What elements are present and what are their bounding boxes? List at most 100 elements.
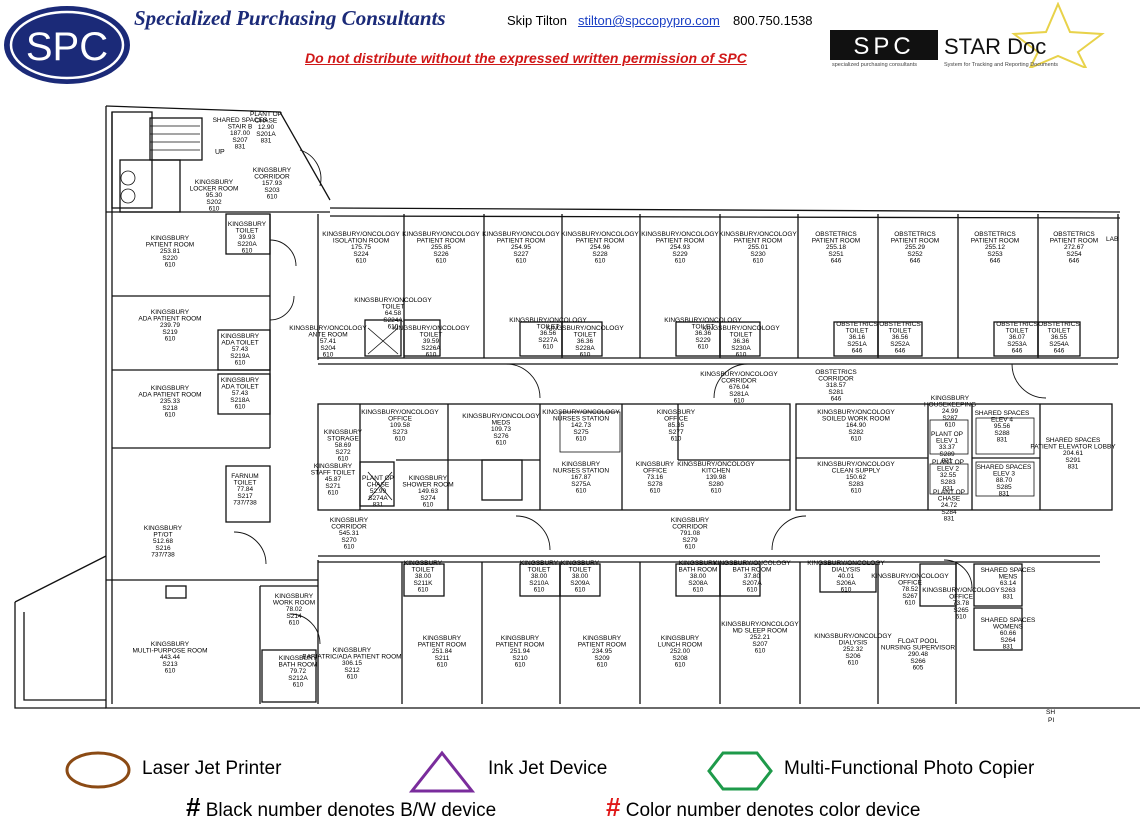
room-label-line: 610 <box>543 343 554 350</box>
room-label-line: KINGSBURY <box>279 655 318 662</box>
room-label-line: S277 <box>668 429 684 436</box>
room-label-line: KINGSBURY/ONCOLOGY <box>807 560 885 567</box>
room-label-line: 831 <box>1068 463 1079 470</box>
room-label-line: OBSTETRICS <box>815 369 857 376</box>
room-label-line: 254.93 <box>670 244 690 251</box>
room-label-line: 167.87 <box>571 474 591 481</box>
room-label-line: KINGSBURY/ONCOLOGY <box>641 231 719 238</box>
room-label-line: S201A <box>256 131 276 138</box>
room-label-line: KINGSBURY <box>151 385 190 392</box>
room-label-line: TOILET <box>1006 328 1029 335</box>
room-label-line: 252.00 <box>670 648 690 655</box>
room-label-line: 545.31 <box>339 530 359 537</box>
room-label-line: STORAGE <box>327 436 359 443</box>
room-label-line: 318.57 <box>826 382 846 389</box>
room-label-line: 610 <box>515 661 526 668</box>
room-label-line: 36.16 <box>849 334 866 341</box>
room-label-line: 109.58 <box>390 422 410 429</box>
room-label-line: S254A <box>1049 341 1069 348</box>
room-label-line: ANTE ROOM <box>308 332 347 339</box>
room-label-line: OFFICE <box>643 468 667 475</box>
room-label-line: KINGSBURY/ONCOLOGY <box>721 621 799 628</box>
laser-jet-icon <box>65 751 131 789</box>
room-label-line: S206 <box>845 653 861 660</box>
room-label-line: 610 <box>685 543 696 550</box>
room-label-line: 24.72 <box>941 502 958 509</box>
room-label-line: KINGSBURY <box>151 235 190 242</box>
room-label-line: S213 <box>162 661 178 668</box>
bw-note-text: Black number denotes B/W device <box>205 800 497 821</box>
room-label-line: KINGSBURY/ONCOLOGY <box>700 371 778 378</box>
room-label-line: 255.85 <box>431 244 451 251</box>
room-label-line: KINGSBURY/ONCOLOGY <box>354 297 432 304</box>
room-label-line: KINGSBURY <box>221 377 260 384</box>
stair-up-label: UP <box>215 149 225 156</box>
room-label-line: 831 <box>944 515 955 522</box>
room-label-line: S230A <box>731 345 751 352</box>
room-label-line: 443.44 <box>160 654 180 661</box>
room-label-line: TOILET <box>236 228 259 235</box>
room-label-line: S204 <box>320 345 336 352</box>
room-label-line: 57.43 <box>232 346 249 353</box>
room-label-line: S211 <box>435 655 450 662</box>
room-label-line: OBSTETRICS <box>1038 321 1080 328</box>
room-label-line: S209A <box>570 580 590 587</box>
room-label-line: WOMENS <box>993 624 1024 631</box>
walls <box>14 105 1140 709</box>
room-label-line: 610 <box>388 323 399 330</box>
room-label-line: KINGSBURY/ONCOLOGY <box>289 325 367 332</box>
room-label-line: DIALYSIS <box>832 567 861 574</box>
room-label-line: KINGSBURY/ONCOLOGY <box>664 317 742 324</box>
room-label-line: 85.35 <box>668 422 685 429</box>
room-label-line: 139.98 <box>706 474 726 481</box>
room-label-line: KINGSBURY <box>275 593 314 600</box>
room-label-line: S251 <box>828 251 844 258</box>
room-label-line: KINGSBURY <box>561 560 600 567</box>
room-label-line: S227A <box>538 337 558 344</box>
room-label-line: 610 <box>945 421 956 428</box>
room-label-line: 610 <box>755 647 766 654</box>
room-label-line: S212 <box>344 667 360 674</box>
room-label-line: 610 <box>576 435 587 442</box>
room-label-line: S229 <box>695 337 711 344</box>
room-label-line: 610 <box>347 673 358 680</box>
room-label-line: S219 <box>162 329 178 336</box>
room-label-line: S226A <box>421 345 441 352</box>
room-label-line: KINGSBURY/ONCOLOGY <box>546 325 624 332</box>
room-label-line: PATIENT ELEVATOR LOBBY <box>1030 444 1116 451</box>
room-label-line: S218A <box>230 397 250 404</box>
room-label-line: S275A <box>571 481 591 488</box>
room-label-line: PATIENT ROOM <box>576 238 624 245</box>
contact-email-link[interactable]: stilton@spccopypro.com <box>578 13 720 28</box>
room-label-line: 610 <box>753 257 764 264</box>
room-label-line: 610 <box>496 439 507 446</box>
room-label-line: S287 <box>942 415 958 422</box>
room-label-line: 610 <box>356 257 367 264</box>
room-label-line: NURSES STATION <box>553 416 609 423</box>
room-label-line: BATH ROOM <box>733 567 772 574</box>
room-label-line: 157.93 <box>262 180 282 187</box>
room-label-line: CHASE <box>938 496 961 503</box>
room-label-line: CORRIDOR <box>818 376 854 383</box>
room-label-line: 63.14 <box>1000 580 1017 587</box>
color-note-text: Color number denotes color device <box>625 800 921 821</box>
room-label-line: S218 <box>162 405 178 412</box>
